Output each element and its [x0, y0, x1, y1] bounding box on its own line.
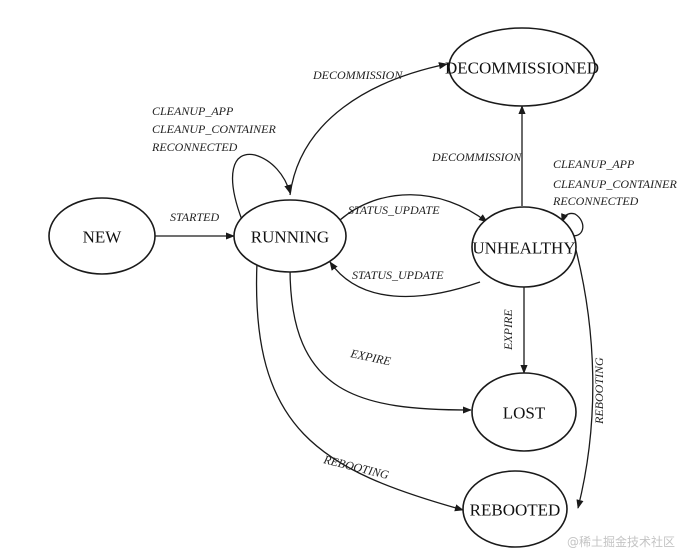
label-expire-running: EXPIRE: [348, 346, 392, 368]
state-decommissioned: DECOMMISSIONED: [445, 27, 599, 107]
label-status-update-to-unhealthy: STATUS_UPDATE: [348, 203, 440, 217]
edge-running-to-decommissioned: [289, 62, 448, 196]
state-lost: LOST: [471, 372, 577, 452]
state-rebooted: REBOOTED: [462, 470, 568, 548]
edges: [155, 62, 594, 512]
state-unhealthy: UNHEALTHY: [471, 206, 577, 288]
label-running-loop-cleanup-container: CLEANUP_CONTAINER: [152, 122, 276, 136]
state-new: NEW: [48, 197, 156, 275]
label-rebooting-unhealthy: REBOOTING: [592, 357, 606, 425]
watermark: @稀土掘金技术社区: [566, 535, 675, 549]
state-label-new: NEW: [83, 228, 123, 247]
label-unhealthy-loop-reconnected: RECONNECTED: [552, 194, 639, 208]
edge-unhealthy-to-rebooted: [575, 249, 594, 509]
label-running-loop-reconnected: RECONNECTED: [151, 140, 238, 154]
label-expire-unhealthy: EXPIRE: [501, 309, 515, 351]
label-unhealthy-loop-cleanup-app: CLEANUP_APP: [553, 157, 635, 171]
edge-unhealthy-to-running: [329, 261, 481, 298]
edge-running-to-unhealthy: [339, 194, 488, 223]
edge-running-to-rebooted: [255, 261, 464, 512]
label-decommission-unhealthy: DECOMMISSION: [431, 150, 522, 164]
edge-running-self-loop: [231, 153, 292, 221]
label-running-loop-cleanup-app: CLEANUP_APP: [152, 104, 234, 118]
edge-running-to-lost: [289, 267, 472, 414]
state-label-unhealthy: UNHEALTHY: [472, 239, 575, 258]
state-label-running: RUNNING: [251, 228, 329, 247]
label-unhealthy-loop-cleanup-container: CLEANUP_CONTAINER: [553, 177, 677, 191]
label-started: STARTED: [170, 210, 219, 224]
label-decommission-running: DECOMMISSION: [312, 68, 403, 82]
state-label-lost: LOST: [503, 404, 546, 423]
transition-labels: STARTED DECOMMISSION CLEANUP_APP CLEANUP…: [151, 68, 677, 482]
state-label-rebooted: REBOOTED: [470, 501, 561, 520]
edge-unhealthy-self-loop: [561, 212, 584, 237]
state-running: RUNNING: [233, 199, 347, 273]
state-label-decommissioned: DECOMMISSIONED: [445, 59, 599, 78]
label-status-update-to-running: STATUS_UPDATE: [352, 268, 444, 282]
label-rebooting-running: REBOOTING: [321, 452, 390, 482]
